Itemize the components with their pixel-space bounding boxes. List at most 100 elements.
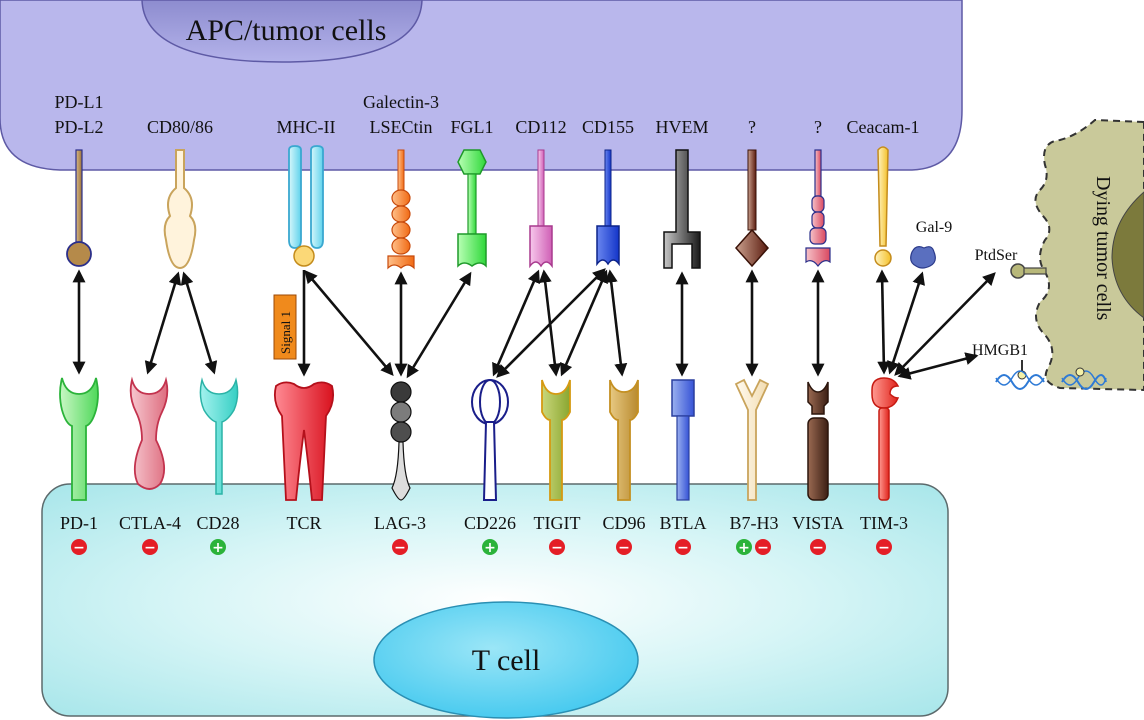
arrow-cd155-cd226 xyxy=(496,268,606,378)
unknown-ligand-vista-molecule xyxy=(805,149,831,267)
badge-tim-3-negative: − xyxy=(876,539,892,556)
arrow-cd80-ctla4 xyxy=(144,271,182,375)
dying-tumor-cell: Dying tumor cells xyxy=(1034,118,1144,392)
signal-1-tag: Signal 1 xyxy=(273,294,297,360)
label-pd-1: PD-1 xyxy=(60,513,98,533)
arrow-fgl1-lag3 xyxy=(406,271,472,379)
svg-text:+: + xyxy=(484,540,496,556)
svg-text:−: − xyxy=(144,540,156,556)
svg-text:−: − xyxy=(618,540,630,556)
dying-cell-label: Dying tumor cells xyxy=(1092,176,1114,321)
tcr-molecule xyxy=(273,381,335,501)
dying-cell-nucleus xyxy=(1111,191,1144,319)
unknown-ligand-b7h3-molecule xyxy=(734,149,770,268)
ctla-4-molecule xyxy=(129,376,169,490)
label-ceacam-1: Ceacam-1 xyxy=(847,117,920,137)
t-cell-nucleus xyxy=(373,601,639,719)
label-cd28: CD28 xyxy=(196,513,239,533)
svg-text:+: + xyxy=(212,540,224,556)
vista-molecule xyxy=(807,381,829,501)
label-cd80-86: CD80/86 xyxy=(147,117,213,137)
tigit-molecule xyxy=(541,379,571,501)
badge-ctla-4-negative: − xyxy=(142,539,158,556)
arrow-cd155-cd96 xyxy=(604,269,628,377)
cd155-molecule xyxy=(596,149,620,267)
badge-lag-3-negative: − xyxy=(392,539,408,556)
label-tcr: TCR xyxy=(286,513,321,533)
t-cell-label: T cell xyxy=(472,644,541,677)
interaction-arrows xyxy=(72,268,996,380)
hvem-molecule xyxy=(663,149,701,269)
ptdser-molecule xyxy=(1010,263,1047,279)
label-cd226: CD226 xyxy=(464,513,516,533)
label-fgl1: FGL1 xyxy=(450,117,493,137)
svg-text:+: + xyxy=(738,540,750,556)
svg-text:−: − xyxy=(677,540,689,556)
fgl1-molecule xyxy=(457,149,487,268)
cd226-molecule xyxy=(471,379,509,501)
label-lsectin: LSECtin xyxy=(369,117,432,137)
ligands xyxy=(66,145,1107,390)
svg-text:−: − xyxy=(812,540,824,556)
b7-h3-molecule xyxy=(734,378,770,501)
lag-3-molecule xyxy=(390,381,412,501)
label-pd-l2: PD-L2 xyxy=(55,117,104,137)
apc-label: APC/tumor cells xyxy=(186,14,387,47)
arrow-cd155-tigit xyxy=(560,269,608,377)
svg-text:−: − xyxy=(757,540,769,556)
cd28-molecule xyxy=(199,377,239,495)
badge-vista-negative: − xyxy=(810,539,826,556)
svg-text:−: − xyxy=(73,540,85,556)
badge-btla-negative: − xyxy=(675,539,691,556)
label-cd112: CD112 xyxy=(515,117,566,137)
badge-cd96-negative: − xyxy=(616,539,632,556)
mhc-ii-molecule xyxy=(288,145,324,267)
gal-9-molecule xyxy=(910,246,936,269)
badge-b7-h3-positive: + xyxy=(736,539,752,556)
label-b7-h3: B7-H3 xyxy=(730,513,779,533)
label-btla: BTLA xyxy=(660,513,707,533)
signal-1-label: Signal 1 xyxy=(278,311,293,354)
label-tim-3: TIM-3 xyxy=(860,513,908,533)
hmgb1-molecule xyxy=(995,360,1107,390)
arrow-cd80-cd28 xyxy=(180,271,218,375)
tim-3-molecule xyxy=(871,377,900,501)
label-vista: VISTA xyxy=(792,513,844,533)
label-galectin-3: Galectin-3 xyxy=(363,92,439,112)
signal-badges: − − + − + − − − xyxy=(71,539,892,556)
label-cd155: CD155 xyxy=(582,117,634,137)
badge-b7-h3-negative: − xyxy=(755,539,771,556)
pd-1-molecule xyxy=(59,377,99,501)
arrow-gal9-tim3 xyxy=(887,271,925,375)
label-hmgb1: HMGB1 xyxy=(972,342,1028,359)
apc-membrane xyxy=(0,0,963,171)
label-cd96: CD96 xyxy=(602,513,645,533)
cd112-molecule xyxy=(529,149,553,269)
svg-text:−: − xyxy=(394,540,406,556)
receptors: Signal 1 xyxy=(59,294,900,501)
badge-pd-1-negative: − xyxy=(71,539,87,556)
badge-tigit-negative: − xyxy=(549,539,565,556)
label-mhc-ii: MHC-II xyxy=(277,117,336,137)
ligand-labels: PD-L1 PD-L2 CD80/86 MHC-II Galectin-3 LS… xyxy=(55,92,1029,359)
t-cell: T cell xyxy=(41,483,949,719)
label-ctla-4: CTLA-4 xyxy=(119,513,181,533)
galectin-3-molecule xyxy=(387,149,415,270)
btla-molecule xyxy=(671,379,695,501)
pd-l1-molecule xyxy=(66,149,92,267)
svg-text:−: − xyxy=(551,540,563,556)
badge-cd226-positive: + xyxy=(482,539,498,556)
label-tigit: TIGIT xyxy=(534,513,581,533)
arrow-ceacam1-tim3 xyxy=(875,269,891,375)
cd80-86-molecule xyxy=(163,149,197,270)
ceacam-1-molecule xyxy=(874,146,892,267)
arrow-mhc-lag3 xyxy=(304,270,394,376)
label-gal-9: Gal-9 xyxy=(916,219,952,236)
badge-cd28-positive: + xyxy=(210,539,226,556)
arrow-hmgb1-tim3 xyxy=(897,352,979,380)
svg-text:−: − xyxy=(878,540,890,556)
receptor-labels: PD-1 CTLA-4 CD28 TCR LAG-3 CD226 TIGIT C… xyxy=(60,513,908,533)
label-ptdser: PtdSer xyxy=(975,247,1018,264)
label-hvem: HVEM xyxy=(656,117,709,137)
